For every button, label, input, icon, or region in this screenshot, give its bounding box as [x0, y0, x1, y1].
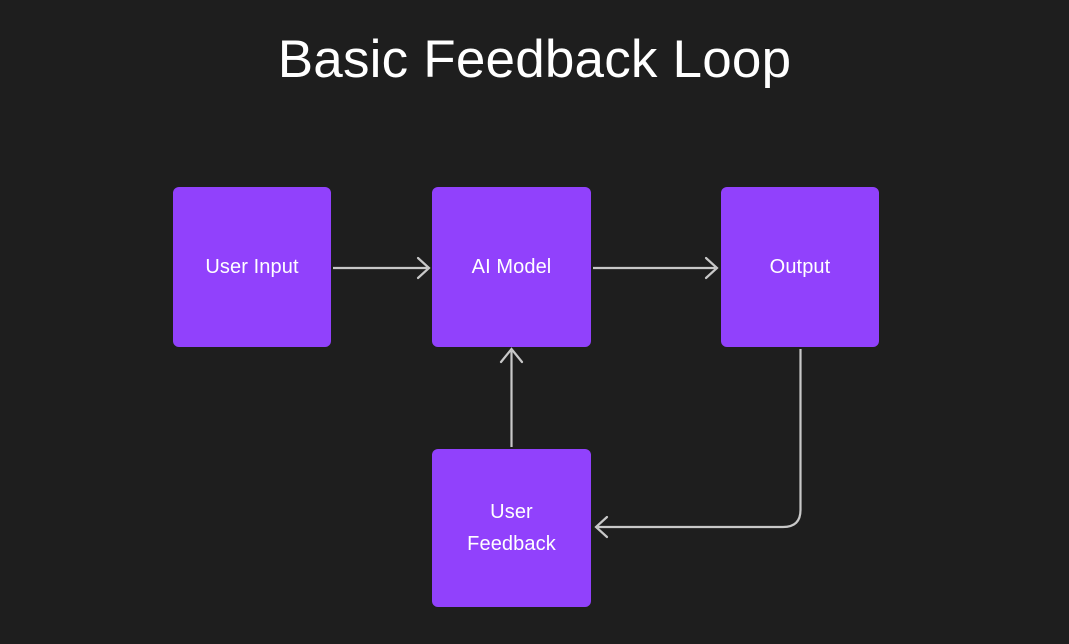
arrowhead-left-icon: [594, 515, 609, 539]
edge-user-input-to-ai-model: [333, 256, 431, 280]
node-label: Output: [769, 256, 831, 278]
node-ai-model[interactable]: AI Model: [432, 187, 591, 347]
node-label: User Input: [205, 256, 299, 278]
arrowhead-up-icon: [499, 347, 524, 364]
page-title: Basic Feedback Loop: [277, 30, 792, 89]
node-user-input[interactable]: User Input: [173, 187, 331, 347]
edge-output-to-user-feedback: [594, 349, 802, 539]
edge-ai-model-to-output: [593, 256, 719, 280]
node-label: AI Model: [471, 256, 552, 278]
edge-user-feedback-to-ai-model: [499, 347, 524, 447]
edge-line: [598, 349, 802, 529]
arrowhead-right-icon: [416, 256, 431, 280]
arrowhead-right-icon: [704, 256, 719, 280]
node-label: User Feedback: [467, 501, 556, 555]
node-user-feedback[interactable]: User Feedback: [432, 449, 591, 607]
node-output[interactable]: Output: [721, 187, 879, 347]
